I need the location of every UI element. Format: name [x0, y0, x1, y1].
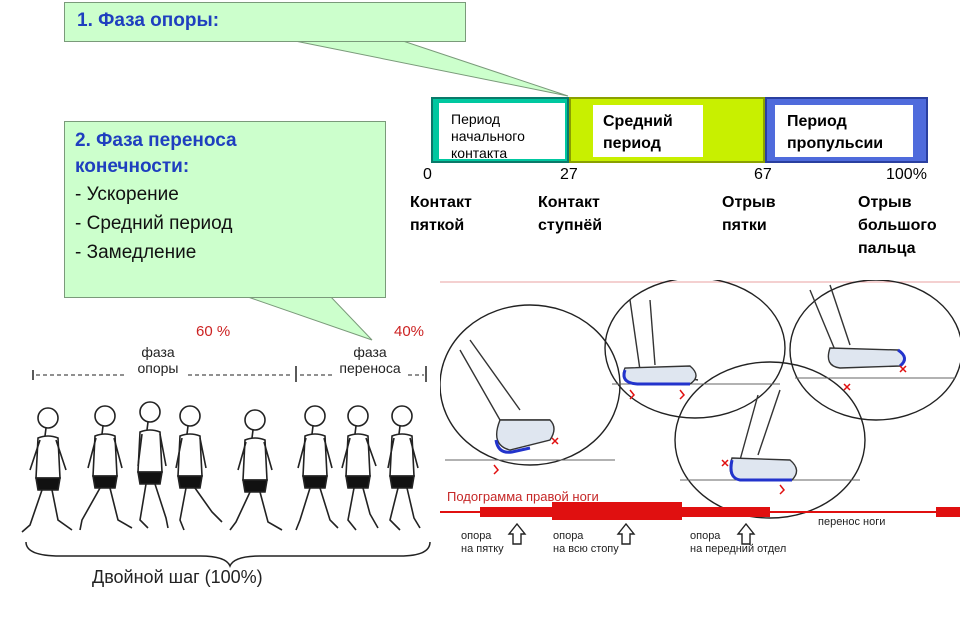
- segment-3-line-2: пропульсии: [787, 135, 884, 152]
- double-step-label: Двойной шаг (100%): [92, 567, 263, 587]
- swing-phase-callout: 2. Фаза переноса конечности: - Ускорение…: [64, 121, 386, 298]
- tick-27: 27: [560, 166, 578, 183]
- kid-2: [79, 405, 133, 531]
- phase-segment-initial-contact: Период начального контакта: [431, 97, 569, 163]
- kid-8: [387, 405, 421, 531]
- podogram-title: Подограмма правой ноги: [447, 489, 599, 504]
- swing-item-acceleration: - Ускорение: [75, 184, 179, 205]
- walking-figures: [21, 366, 431, 569]
- segment-3-line-1: Период: [787, 113, 847, 130]
- phase-segment-midstance: Средний период: [569, 97, 765, 163]
- stance-phase-callout: 1. Фаза опоры:: [64, 2, 466, 42]
- stance-percent: 60 %: [196, 323, 231, 340]
- kid-1: [21, 407, 73, 533]
- swing-item-deceleration: - Замедление: [75, 242, 197, 263]
- kid-5: [229, 409, 283, 531]
- swing-phase-title: 2. Фаза переноса: [75, 130, 237, 151]
- swing-item-midswing: - Средний период: [75, 213, 233, 234]
- tick-0: 0: [423, 166, 432, 183]
- phase-segment-propulsion: Период пропульсии: [765, 97, 928, 163]
- segment-1-line-2: начального: [451, 128, 525, 144]
- kid-7: [341, 405, 379, 531]
- gait-phase-bar: Период начального контакта Средний перио…: [431, 97, 928, 163]
- kid-4: [175, 405, 223, 531]
- swing-percent: 40%: [394, 323, 425, 340]
- kid-3: [137, 401, 169, 529]
- tick-100: 100%: [886, 166, 927, 183]
- segment-1-line-3: контакта: [451, 145, 508, 161]
- podogram-swing-label: перенос ноги: [818, 516, 886, 528]
- tick-67: 67: [754, 166, 772, 183]
- segment-2-line-1: Средний: [603, 113, 673, 130]
- segment-1-line-1: Период: [451, 111, 501, 127]
- swing-phase-title-2: конечности:: [75, 156, 190, 177]
- foot-contact-illustration: [440, 280, 960, 600]
- segment-2-line-2: период: [603, 135, 661, 152]
- stance-phase-title: 1. Фаза опоры:: [77, 10, 220, 31]
- kid-6: [295, 405, 339, 531]
